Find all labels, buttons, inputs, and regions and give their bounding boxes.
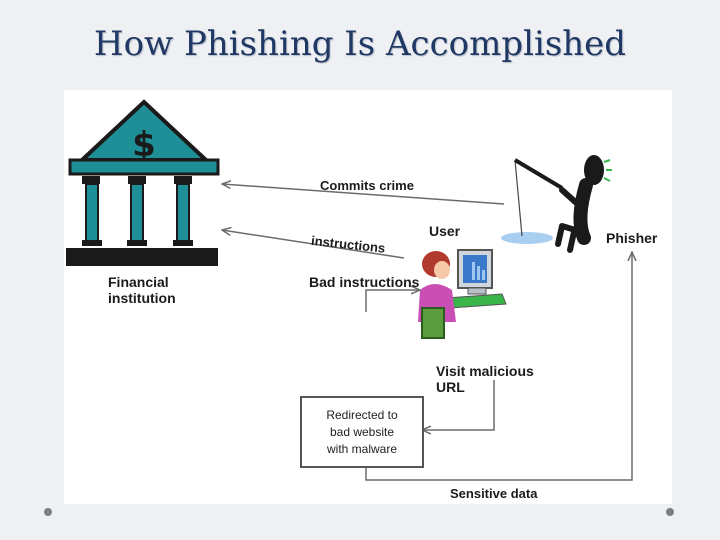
page-title: How Phishing Is Accomplished [93,24,627,64]
user-label: User [429,223,461,239]
instructions-arrow [222,230,405,259]
financial-institution-label: Financial institution [108,274,176,306]
bad-instructions-label: Bad instructions [309,274,420,290]
phisher-label: Phisher [606,230,658,246]
phisher-fishing-icon [501,155,612,253]
diagram-panel: $ [64,90,672,504]
diagram-svg: $ [66,99,672,481]
slide-dot-right [666,508,674,516]
sensitive-data-label: Sensitive data [450,486,538,501]
redirected-box: Redirected to bad website with malware [300,396,424,468]
visit-url-arrow [422,380,495,430]
commits-crime-arrow [222,184,505,205]
redirected-label: Redirected to bad website with malware [326,407,398,456]
bad-instructions-arrow [365,290,420,312]
commits-crime-label: Commits crime [320,178,414,193]
sensitive-data-arrow [365,252,632,481]
slide-dot-left [44,508,52,516]
bank-symbol-text: $ [132,125,156,165]
bank-icon: $ [66,99,220,266]
visit-malicious-url-label: Visit malicious URL [436,363,534,395]
user-at-computer-icon [418,249,507,339]
